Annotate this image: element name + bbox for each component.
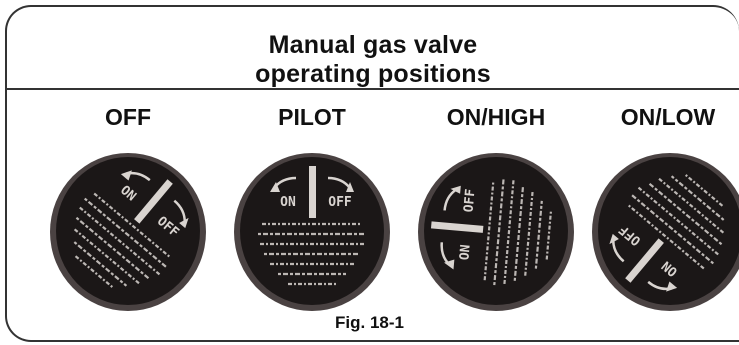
svg-text:OFF: OFF: [462, 188, 479, 213]
svg-text:OFF: OFF: [328, 195, 352, 210]
svg-text:ON: ON: [457, 244, 473, 261]
knob-face-artwork: ON OFF: [430, 177, 552, 286]
figure-caption: Fig. 18-1: [335, 313, 404, 332]
label-on-high: ON/HIGH: [446, 104, 546, 130]
figure-title: Manual gas valve operating positions: [7, 31, 739, 89]
label-on-low: ON/LOW: [620, 104, 716, 130]
valve-knob-pilot: ON OFF: [234, 153, 390, 311]
valve-knob-on-high: ON OFF: [418, 153, 574, 311]
title-line-1: Manual gas valve: [268, 31, 478, 59]
label-pilot: PILOT: [278, 104, 346, 130]
title-line-2: operating positions: [255, 60, 491, 88]
knob-face-artwork: ON OFF: [258, 166, 366, 286]
svg-text:ON: ON: [280, 195, 296, 210]
label-off: OFF: [105, 104, 151, 130]
figure-header: Manual gas valve operating positions: [7, 7, 739, 90]
